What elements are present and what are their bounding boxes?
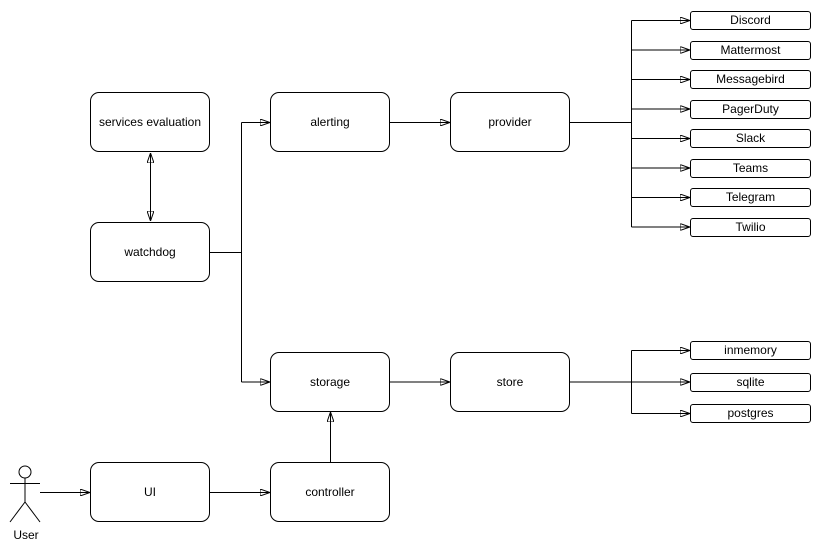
node-provider-pagerduty: PagerDuty [690,99,811,119]
node-provider-telegram: Telegram [690,188,811,207]
node-provider: provider [450,92,570,152]
node-store-sqlite: sqlite [690,372,811,392]
node-provider-discord: Discord [690,11,811,30]
node-provider-messagebird: Messagebird [690,70,811,89]
node-provider-twilio: Twilio [690,217,811,237]
user-actor-label: User [13,528,39,542]
node-services-evaluation: services evaluation [90,92,210,152]
node-alerting: alerting [270,92,390,152]
node-provider-teams: Teams [690,158,811,178]
node-provider-slack: Slack [690,129,811,148]
node-controller: controller [270,462,390,522]
user-actor-icon [9,465,41,523]
node-store: store [450,352,570,412]
node-store-inmemory: inmemory [690,341,811,360]
node-storage: storage [270,352,390,412]
node-watchdog: watchdog [90,222,210,282]
node-ui: UI [90,462,210,522]
node-store-postgres: postgres [690,404,811,423]
node-provider-mattermost: Mattermost [690,40,811,60]
